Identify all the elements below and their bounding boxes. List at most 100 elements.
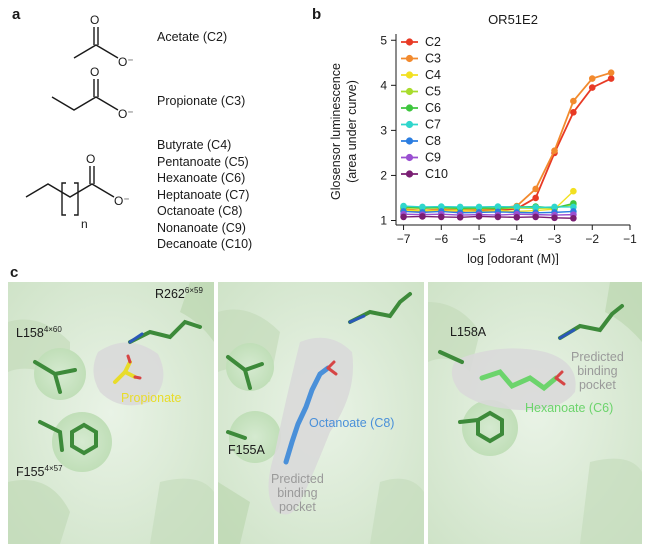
data-point-C7 [494,203,502,210]
residue-f155-sup: 4×57 [44,464,63,473]
pocket-label-line: pocket [578,378,616,392]
y-tick-label: 1 [380,213,387,227]
panel-c-label: c [10,264,19,281]
data-point-C3 [570,97,577,105]
legend-marker-C4 [405,71,414,79]
legend-marker-C3 [405,54,414,63]
legend-label-C7: C7 [425,118,441,132]
panel-b-label: b [312,6,322,23]
series-line-C10 [403,215,574,219]
legend-marker-C9 [405,153,414,162]
chain-name: Octanoate (C8) [157,204,243,218]
pocket-surface-3 [451,348,576,411]
data-point-C10 [475,213,483,220]
data-point-C2 [607,75,615,82]
pocket-surface-2 [268,337,354,515]
data-point-C7 [475,203,483,211]
legend-label-C4: C4 [425,68,441,82]
data-point-C7 [400,202,407,210]
legend-marker-C2 [405,38,414,46]
residue-l158: L1584×60 [16,325,62,340]
data-point-C7 [532,204,539,211]
data-point-C10 [494,213,502,221]
data-point-C10 [532,213,539,221]
x-tick-label: −4 [510,232,524,246]
legend-marker-C5 [405,87,414,96]
structure-panel-2 [218,282,424,544]
x-tick-label: −2 [585,232,599,246]
y-axis-label: Glosensor luminescence [329,63,343,200]
chain-name: Nonanoate (C9) [157,220,246,235]
ligand-hexanoate: Hexanoate (C6) [525,401,614,415]
structure-panel-3 [428,282,642,544]
x-axis-label: log [odorant (M)] [467,252,559,265]
x-tick-label: −6 [434,232,448,246]
residue-r262-sup: 6×59 [184,286,203,295]
residue-l158a: L158A [450,325,487,339]
legend-label-C6: C6 [425,101,441,115]
pocket-label-line: pocket [278,500,316,514]
data-point-C3 [532,185,539,193]
residue-l158-name: L158 [16,326,44,341]
legend-marker-C7 [405,120,414,129]
x-tick-label: −1 [623,232,637,246]
data-point-C10 [513,214,521,221]
structure-panel-1 [8,282,214,544]
acetate-o: O [90,13,99,27]
data-point-C10 [456,214,464,221]
panel-a-structures: O O⁻ O O⁻ O O⁻ n [25,13,134,231]
propionate-o: O [90,65,99,79]
data-point-C10 [551,214,558,222]
chain-name: Hexanoate (C6) [157,171,246,185]
series-line-C8 [403,210,574,214]
panel-c-structures [8,282,642,544]
acetate-structure [73,27,119,59]
chain-ominus: O⁻ [114,194,130,208]
legend-marker-C10 [405,170,414,178]
data-point-C7 [513,203,521,211]
residue-f155-name: F155 [16,465,45,480]
legend-label-C3: C3 [425,52,441,66]
x-tick-label: −5 [472,232,486,246]
data-point-C7 [419,203,426,211]
pocket-label-line: binding [577,364,618,378]
data-point-C3 [551,147,558,154]
legend-label-C5: C5 [425,85,441,99]
chain-name: Heptanoate (C7) [157,187,250,202]
data-point-C7 [437,203,445,210]
chain-name: Butyrate (C4) [157,138,232,152]
residue-f155a: F155A [228,443,265,457]
data-point-C4 [570,187,577,195]
ligand-octanoate: Octanoate (C8) [309,416,395,430]
series-line-C7 [403,205,574,209]
acetate-ominus: O⁻ [118,55,134,69]
chain-name: Decanoate (C10) [157,237,253,251]
acetate-name: Acetate (C2) [157,30,228,44]
data-point-C2 [588,84,596,91]
pocket-label-line: Predicted [271,472,324,486]
y-tick-label: 4 [380,78,387,92]
x-tick-label: −7 [397,232,411,246]
data-point-C10 [437,213,445,221]
pocket-label-3: Predicted binding pocket [571,350,624,392]
panel-a-label: a [12,6,21,23]
data-point-C3 [588,75,596,82]
pocket-label-line: Predicted [571,350,624,364]
y-tick-label: 5 [380,33,387,47]
y-tick-label: 2 [380,168,387,182]
series-line-C9 [403,213,574,216]
chart-title: OR51E2 [488,12,538,27]
x-tick-label: −3 [548,232,562,246]
legend-marker-C6 [405,104,414,112]
legend-label-C9: C9 [425,151,441,165]
legend-marker-C8 [405,137,414,145]
data-point-C10 [419,213,426,220]
pocket-label-line: binding [277,486,318,500]
data-point-C2 [532,194,539,202]
legend-label-C8: C8 [425,134,441,148]
data-point-C7 [551,203,558,211]
residue-r262: R2626×59 [155,286,203,301]
data-point-C3 [607,69,615,76]
chain-o: O [86,152,95,166]
